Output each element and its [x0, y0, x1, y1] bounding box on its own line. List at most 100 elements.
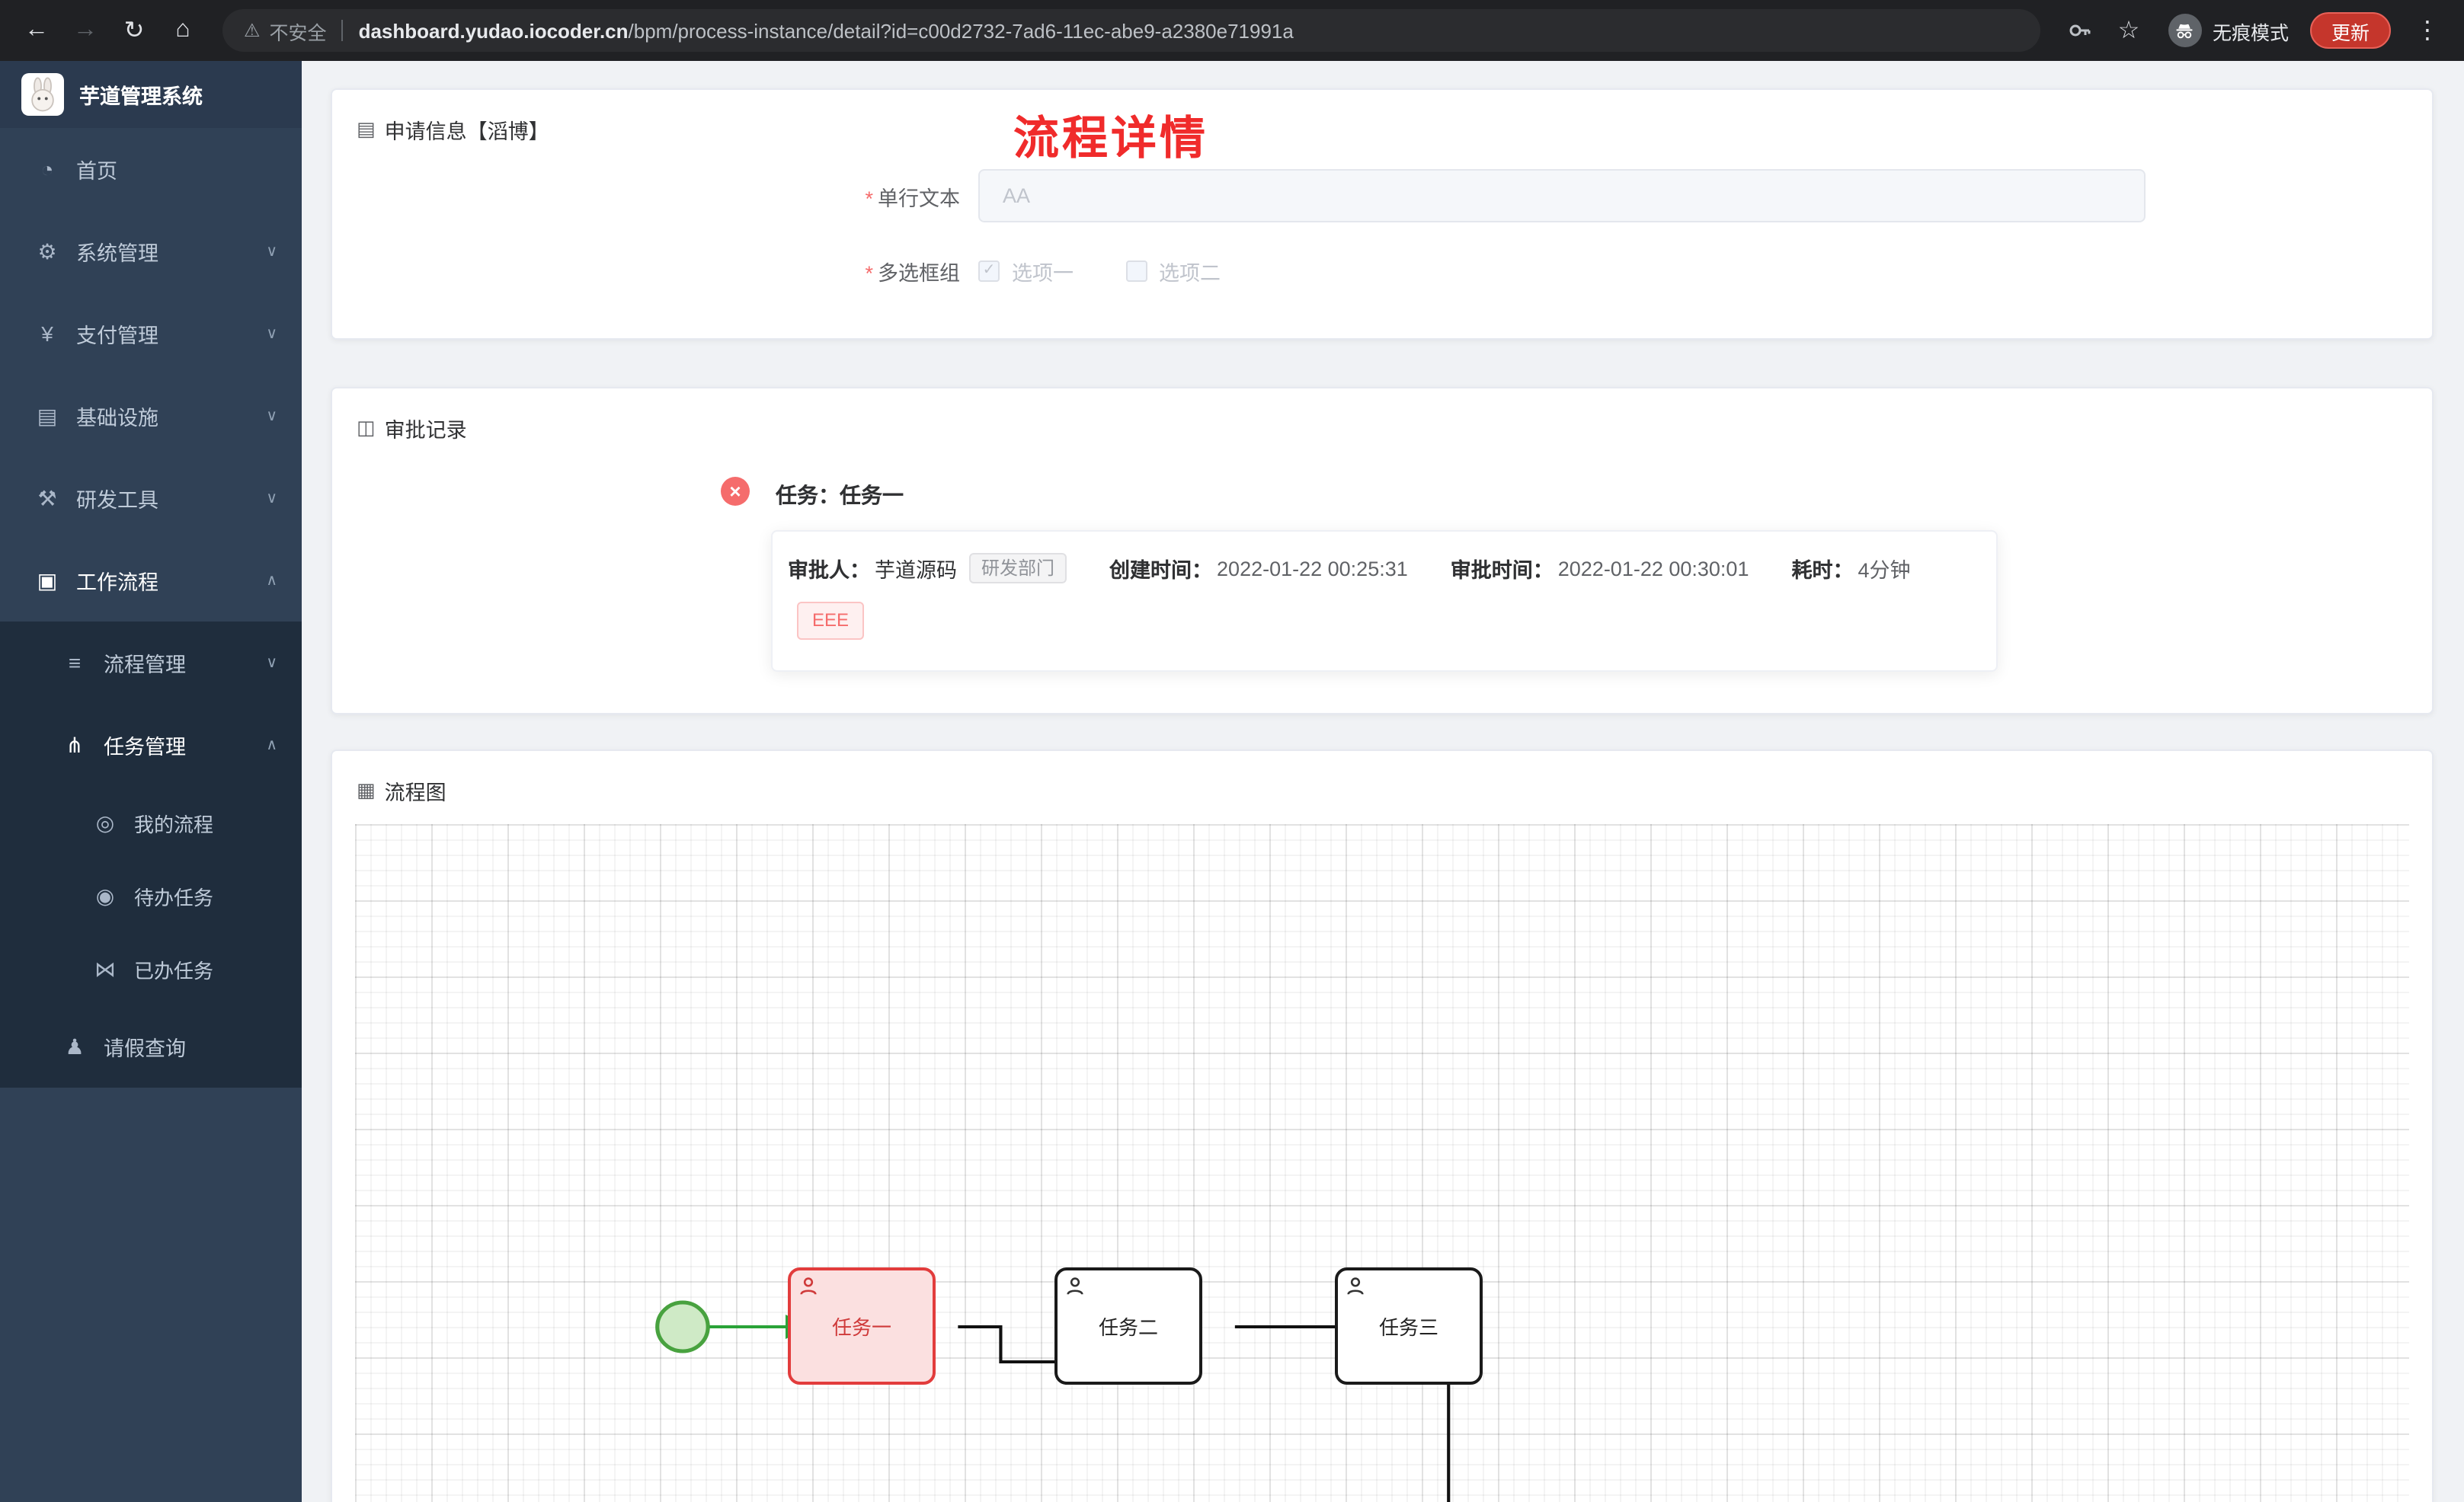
- workflow-submenu: ≡ 流程管理 ∨ ⋔ 任务管理 ∧ ◎ 我的流程 ◉ 待办任务: [0, 622, 302, 1088]
- checkbox-label: 选项二: [1159, 262, 1221, 285]
- approver-label: 审批人：: [788, 559, 870, 583]
- task-label: 任务二: [1098, 1316, 1158, 1339]
- single-line-text-input[interactable]: [978, 169, 2146, 222]
- process-diagram-card: ▦ 流程图: [331, 749, 2434, 1502]
- bpmn-task-1[interactable]: 任务一: [788, 1267, 936, 1385]
- checkbox-option-2[interactable]: 选项二: [1125, 256, 1221, 286]
- sidebar-item-my-process[interactable]: ◎ 我的流程: [0, 786, 302, 859]
- reload-icon[interactable]: ↻: [123, 18, 145, 44]
- forward-icon[interactable]: →: [73, 17, 98, 43]
- sidebar-item-done-tasks[interactable]: ⋈ 已办任务: [0, 932, 302, 1005]
- person-icon: ♟: [65, 1034, 85, 1058]
- diagram-icon: ▦: [357, 778, 376, 801]
- incognito-badge: 无痕模式: [2168, 14, 2289, 47]
- sidebar-item-system[interactable]: ⚙ 系统管理 ∨: [0, 210, 302, 292]
- record-icon: ◫: [357, 416, 376, 439]
- bpmn-start-event: [655, 1300, 710, 1353]
- chevron-up-icon: ∧: [266, 737, 277, 753]
- update-button[interactable]: 更新: [2309, 12, 2391, 49]
- glasses-icon: ⋈: [94, 956, 116, 980]
- url-path: /bpm/process-instance/detail?id=c00d2732…: [628, 19, 1294, 42]
- divider: [341, 20, 344, 41]
- sidebar-item-process-mgmt[interactable]: ≡ 流程管理 ∨: [0, 622, 302, 704]
- bpmn-connectors: [655, 1300, 1451, 1502]
- checkbox-label: 选项一: [1012, 262, 1074, 285]
- home-icon[interactable]: ⌂: [175, 17, 190, 43]
- approve-time-value: 2022-01-22 00:30:01: [1557, 557, 1749, 580]
- sidebar-item-task-mgmt[interactable]: ⋔ 任务管理 ∧: [0, 704, 302, 786]
- sidebar-item-label: 流程管理: [104, 654, 186, 676]
- chevron-down-icon: ∨: [266, 243, 277, 260]
- create-time-label: 创建时间：: [1109, 559, 1213, 583]
- user-task-icon: [1065, 1277, 1085, 1296]
- checkbox-checked-icon: ✓: [978, 260, 1000, 282]
- chevron-down-icon: ∨: [266, 490, 277, 507]
- incognito-label: 无痕模式: [2212, 22, 2289, 43]
- apply-info-card: ▤ 申请信息【滔博】 *单行文本 *多选框组 ✓ 选项一 选项二: [331, 88, 2434, 340]
- app-logo-icon: [21, 73, 64, 116]
- eye-icon: ◉: [95, 883, 115, 907]
- browser-toolbar: ← → ↻ ⌂ ⚠ 不安全 dashboard.yudao.iocoder.cn…: [0, 0, 2464, 61]
- approve-time-label: 审批时间：: [1450, 559, 1554, 583]
- document-icon: ▤: [357, 117, 376, 140]
- main-nav: ◔ 首页 ⚙ 系统管理 ∨ ¥ 支付管理 ∨ ▤ 基础设施 ∨: [0, 128, 302, 622]
- sidebar-item-workflow[interactable]: ▣ 工作流程 ∧: [0, 539, 302, 622]
- apply-info-title: 申请信息【滔博】: [384, 120, 549, 143]
- app-logo[interactable]: 芋道管理系统: [0, 61, 302, 128]
- list-icon: ≡: [68, 650, 82, 675]
- tree-icon: ⋔: [66, 732, 84, 756]
- sidebar-item-home[interactable]: ◔ 首页: [0, 128, 302, 210]
- sidebar-item-label: 已办任务: [134, 959, 214, 982]
- sidebar-item-label: 我的流程: [134, 813, 214, 836]
- sidebar-item-label: 请假查询: [104, 1037, 186, 1060]
- duration-value: 4分钟: [1858, 559, 1911, 583]
- bpmn-canvas[interactable]: 任务一 任务二 任务三: [355, 824, 2409, 1502]
- key-icon[interactable]: [2059, 9, 2101, 52]
- back-icon[interactable]: ←: [24, 17, 49, 43]
- timeline-error-icon: ×: [721, 477, 750, 506]
- chevron-up-icon: ∧: [266, 572, 277, 589]
- bpmn-flow-task1-to-task2: [958, 1325, 1088, 1374]
- gear-icon: ⚙: [37, 238, 57, 263]
- required-marker: *: [865, 187, 873, 209]
- menu-kebab-icon[interactable]: ⋮: [2415, 18, 2440, 44]
- field-label: *单行文本: [865, 187, 960, 209]
- bpmn-task-3[interactable]: 任务三: [1335, 1267, 1483, 1385]
- page-title: 流程详情: [1013, 114, 1208, 165]
- approver-group: 审批人：芋道源码 研发部门: [788, 553, 1067, 584]
- checkbox-option-1[interactable]: ✓ 选项一: [978, 256, 1074, 286]
- url-host: dashboard.yudao.iocoder.cn: [358, 19, 629, 42]
- create-time-value: 2022-01-22 00:25:31: [1217, 557, 1408, 580]
- sidebar-item-label: 任务管理: [104, 736, 186, 759]
- sidebar-item-payment[interactable]: ¥ 支付管理 ∨: [0, 292, 302, 375]
- dept-tag: 研发部门: [969, 553, 1067, 584]
- dashboard-icon: ◔: [40, 157, 54, 181]
- user-task-icon: [798, 1277, 818, 1296]
- sidebar-item-leave-query[interactable]: ♟ 请假查询: [0, 1005, 302, 1088]
- monitor-icon: ▤: [37, 403, 58, 427]
- main-content: 流程详情 ▤ 申请信息【滔博】 *单行文本 *多选框组 ✓ 选项一: [302, 61, 2464, 1502]
- form-row-checkbox: *多选框组 ✓ 选项一 选项二: [332, 256, 2432, 286]
- security-label: 不安全: [269, 22, 327, 43]
- sidebar-item-infra[interactable]: ▤ 基础设施 ∨: [0, 375, 302, 457]
- sidebar: 芋道管理系统 ◔ 首页 ⚙ 系统管理 ∨ ¥ 支付管理 ∨ ▤: [0, 61, 302, 1502]
- sidebar-item-label: 研发工具: [76, 489, 158, 512]
- bookmark-star-icon[interactable]: ☆: [2117, 18, 2140, 44]
- task-title: 任务：任务一: [776, 483, 904, 507]
- address-bar[interactable]: ⚠ 不安全 dashboard.yudao.iocoder.cn/bpm/pro…: [222, 9, 2040, 52]
- sidebar-item-todo-tasks[interactable]: ◉ 待办任务: [0, 859, 302, 932]
- approver-value: 芋道源码: [875, 559, 957, 583]
- security-warning-icon: ⚠: [244, 20, 261, 41]
- bpmn-task-2[interactable]: 任务二: [1054, 1267, 1202, 1385]
- field-label: *多选框组: [865, 262, 960, 285]
- process-diagram-header: ▦ 流程图: [332, 751, 2432, 806]
- person-circle-icon: ◎: [95, 810, 115, 834]
- task-mgmt-submenu: ◎ 我的流程 ◉ 待办任务 ⋈ 已办任务: [0, 786, 302, 1005]
- approval-records-header: ◫ 审批记录: [332, 388, 2432, 443]
- apply-info-header: ▤ 申请信息【滔博】: [332, 90, 2432, 145]
- yen-icon: ¥: [41, 321, 53, 346]
- sidebar-item-devtools[interactable]: ⚒ 研发工具 ∨: [0, 457, 302, 539]
- chevron-down-icon: ∨: [266, 654, 277, 671]
- form-row-text: *单行文本: [332, 169, 2432, 222]
